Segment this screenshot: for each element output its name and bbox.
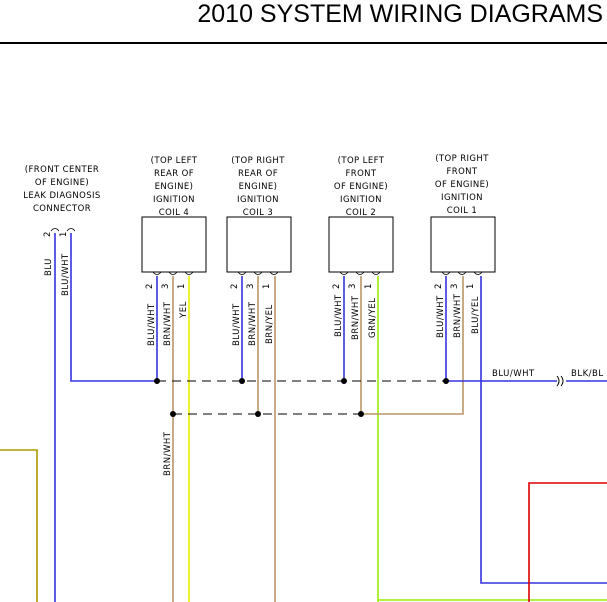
page-title: 2010 SYSTEM WIRING DIAGRAMS [197,0,603,28]
splice-dot [358,411,364,417]
label-line: COIL 1 [447,206,477,216]
label-line: ENGINE) [155,182,194,192]
pin-number: 2 [230,284,240,289]
label-line: (FRONT CENTER [25,165,99,175]
label-line: COIL 4 [159,208,189,218]
label-line: ENGINE) [239,182,278,192]
splice-dot [239,378,245,384]
pin-number: 1 [466,284,476,289]
label-line: IGNITION [441,193,483,203]
wire-coil1-brn-wht[interactable] [361,276,464,415]
wire-blu-wht-feed[interactable] [70,233,157,382]
terminal-arcs [50,228,483,275]
coil1-label: (TOP RIGHT FRONT OF ENGINE) IGNITION COI… [435,154,489,216]
pin-number: 3 [450,284,460,289]
wire-label-blu-wht: BLU/WHT [436,295,446,338]
label-line: (TOP RIGHT [231,156,285,166]
wire-label-blu-wht: BLU/WHT [492,369,535,379]
label-line: (TOP LEFT [151,156,198,166]
label-line: IGNITION [340,195,382,205]
splice-dot [255,411,261,417]
wire-red[interactable] [528,482,607,602]
label-line: IGNITION [153,195,195,205]
wire-label-brn-wht: BRN/WHT [453,293,463,338]
inline-connector-icon [556,375,564,387]
wire-coil1-blu-yel[interactable] [480,276,607,584]
pin-number: 3 [348,284,358,289]
pin-number: 1 [364,284,374,289]
wire-label-blu: BLU [44,258,54,276]
wire-label-blk-bl: BLK/BL [571,369,604,379]
label-line: (TOP RIGHT [435,154,489,164]
wire-label-brn-wht: BRN/WHT [351,295,361,340]
pin-number: 3 [246,284,256,289]
splice-points [154,378,449,417]
splice-dot [154,378,160,384]
pin-number: 1 [177,284,187,289]
wire-label-yel: YEL [179,301,189,319]
label-line: REAR OF [154,169,194,179]
pin-number: 3 [161,284,171,289]
splice-dot [170,411,176,417]
wire-label-blu-wht: BLU/WHT [334,294,344,337]
label-line: COIL 3 [243,208,273,218]
wire-label-blu-wht: BLU/WHT [147,303,157,346]
label-line: OF ENGINE) [334,182,388,192]
label-line: OF ENGINE) [35,178,89,188]
wire-group [0,233,607,602]
pin-number: 1 [262,284,272,289]
label-line: FRONT [345,169,376,179]
wire-label-brn-yel: BRN/YEL [265,304,275,344]
wire-label-brn-wht: BRN/WHT [248,301,258,346]
leak-connector-label: (FRONT CENTER OF ENGINE) LEAK DIAGNOSIS … [23,165,100,214]
label-line: CONNECTOR [33,204,91,214]
wire-label-brn-wht: BRN/WHT [163,431,173,476]
coil4-label: (TOP LEFT REAR OF ENGINE) IGNITION COIL … [151,156,198,218]
wire-left-olive[interactable] [0,449,38,602]
label-line: FRONT [446,167,477,177]
coil2-box[interactable] [328,216,394,273]
label-line: IGNITION [237,195,279,205]
label-line: COIL 2 [346,208,376,218]
coil3-label: (TOP RIGHT REAR OF ENGINE) IGNITION COIL… [231,156,285,218]
label-line: (TOP LEFT [338,156,385,166]
coil3-box[interactable] [226,216,292,273]
title-rule [0,42,607,44]
wire-label-grn-yel: GRN/YEL [368,297,378,338]
splice-dot [443,378,449,384]
coil2-label: (TOP LEFT FRONT OF ENGINE) IGNITION COIL… [334,156,388,218]
label-line: OF ENGINE) [435,180,489,190]
pin-number: 1 [59,232,69,237]
pin-number: 2 [43,232,53,237]
splice-dot [341,378,347,384]
label-line: LEAK DIAGNOSIS [23,191,100,201]
coil1-box[interactable] [430,216,496,273]
coil4-box[interactable] [141,216,207,273]
wire-label-blu-wht: BLU/WHT [232,303,242,346]
pin-number: 2 [145,284,155,289]
label-line: REAR OF [238,169,278,179]
pin-number: 2 [332,284,342,289]
wire-label-blu-yel: BLU/YEL [471,296,481,334]
pin-number: 2 [434,284,444,289]
wire-label-brn-wht: BRN/WHT [163,301,173,346]
wire-label-blu-wht: BLU/WHT [61,253,71,296]
